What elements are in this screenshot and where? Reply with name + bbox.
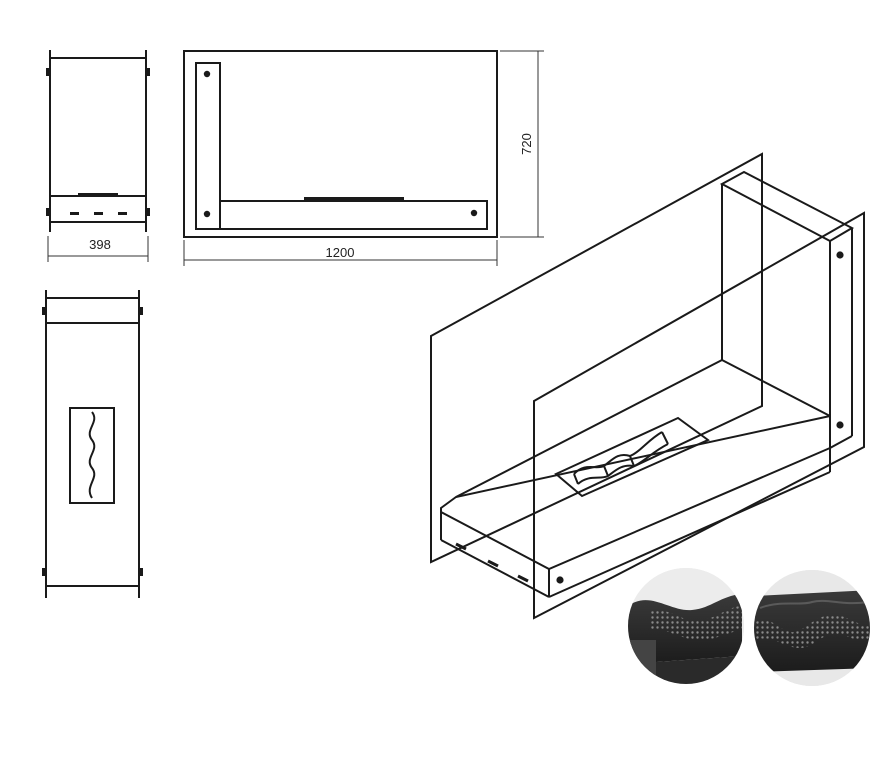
front-view (183, 50, 498, 238)
height-dimension-label: 720 (519, 133, 534, 155)
width-dimension: 1200 (183, 240, 498, 266)
burner-detail-photo-right (754, 570, 870, 686)
side-view (46, 50, 150, 232)
height-dimension: 720 (500, 50, 544, 238)
isometric-view (430, 152, 865, 620)
burner-detail-photo-left (628, 568, 744, 684)
plan-view (42, 290, 143, 598)
width-dimension-label: 1200 (326, 245, 355, 260)
depth-dimension: 398 (47, 236, 149, 262)
depth-dimension-label: 398 (89, 237, 111, 252)
